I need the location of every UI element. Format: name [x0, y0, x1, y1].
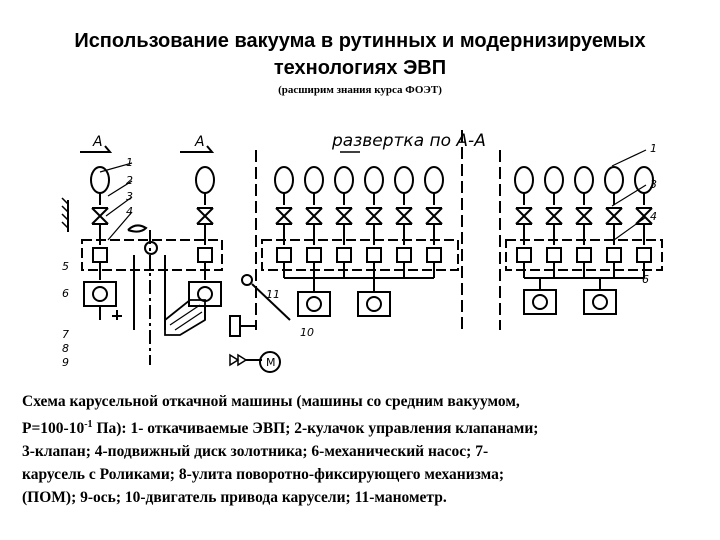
label-8: 8 [62, 342, 69, 355]
label-right-1: 1 [650, 142, 657, 155]
valve-3 [335, 207, 353, 225]
section-label-left-2: A [194, 134, 205, 150]
valve-3 [196, 207, 214, 225]
spool-block [366, 247, 382, 263]
leader-line [99, 162, 133, 173]
label-6: 6 [62, 287, 69, 300]
spool-block [396, 247, 412, 263]
leader-line [105, 196, 133, 217]
pump-rotor [197, 286, 213, 302]
cam-wheel [144, 241, 158, 255]
caption-line-1: Схема карусельной откачной машины (машин… [22, 393, 520, 410]
cam-2 [127, 224, 148, 233]
section-marker-left-2 [180, 145, 215, 153]
evp-bulb [424, 166, 444, 194]
valve-3 [275, 207, 293, 225]
spool-block [426, 247, 442, 263]
mech-pump-6 [297, 291, 331, 317]
spool-disk-4 [81, 239, 223, 271]
caption-line-3: 3-клапан; 4-подвижный диск золотника; 6-… [22, 443, 489, 461]
label-11: 11 [266, 288, 280, 301]
pump-rotor [92, 286, 108, 302]
leader-line [611, 149, 647, 167]
caption-line-4: карусель с Роликами; 8-улита поворотно-ф… [22, 466, 505, 484]
valve-3 [515, 207, 533, 225]
motor-symbol: M [266, 356, 276, 369]
label-9: 9 [62, 356, 69, 369]
section-label-left-1: A [92, 134, 103, 150]
spool-block [606, 247, 622, 263]
title-line-1: Использование вакуума в рутинных и модер… [74, 30, 646, 52]
spool-block [92, 247, 108, 263]
valve-3 [305, 207, 323, 225]
valve-3 [91, 207, 109, 225]
motor-shaft-block [229, 315, 241, 337]
pump-rotor [532, 294, 548, 310]
leader-line [611, 184, 647, 207]
valve-3 [605, 207, 623, 225]
pump-rotor [306, 296, 322, 312]
spool-block [276, 247, 292, 263]
valve-3 [635, 207, 653, 225]
evp-bulb [274, 166, 294, 194]
title-line-2: технологиях ЭВП [273, 57, 447, 79]
section-marker-left-1 [80, 145, 113, 153]
leader-line [107, 180, 133, 197]
manometer-11 [241, 274, 253, 286]
leader-line [107, 211, 133, 241]
evp-bulb [304, 166, 324, 194]
page-title: Использование вакуума в рутинных и модер… [0, 28, 720, 82]
evp-bulb [574, 166, 594, 194]
leader-line [613, 216, 647, 241]
label-3: 3 [126, 190, 133, 203]
mech-pump-6 [357, 291, 391, 317]
spool-block [197, 247, 213, 263]
mech-pump-6 [523, 289, 557, 315]
caption-line-2: Р=100-10-1 Па): 1- откачиваемые ЭВП; 2-к… [22, 419, 539, 438]
figure-caption: Схема карусельной откачной машины (машин… [22, 390, 694, 509]
motor-10 [259, 351, 281, 373]
valve-3 [395, 207, 413, 225]
spool-block [576, 247, 592, 263]
pump-rotor [592, 294, 608, 310]
label-7: 7 [62, 328, 69, 341]
spool-block [306, 247, 322, 263]
caption-line-5: (ПОМ); 9-ось; 10-двигатель привода карус… [22, 489, 447, 507]
label-1: 1 [126, 156, 133, 169]
label-5: 5 [62, 260, 69, 273]
valve-3 [545, 207, 563, 225]
evp-bulb [334, 166, 354, 194]
spool-block [516, 247, 532, 263]
label-right-6: 6 [642, 273, 649, 286]
evp-bulb [514, 166, 534, 194]
evp-bulb [90, 166, 110, 194]
label-right-3: 3 [650, 178, 657, 191]
carousel-machine-diagram: A A развертка по А-А 1 2 3 4 5 6 7 8 9 1… [61, 130, 663, 373]
label-right-4: 4 [650, 210, 657, 223]
label-10: 10 [300, 326, 314, 339]
spool-block [336, 247, 352, 263]
evp-bulb [394, 166, 414, 194]
evp-bulb [604, 166, 624, 194]
valve-3 [575, 207, 593, 225]
pump-rotor [366, 296, 382, 312]
spool-block [636, 247, 652, 263]
valve-3 [425, 207, 443, 225]
valve-3 [365, 207, 383, 225]
spool-disk-4 [261, 239, 459, 271]
label-2: 2 [126, 174, 133, 187]
mech-pump-6 [83, 281, 117, 307]
label-4: 4 [126, 205, 133, 218]
spool-block [546, 247, 562, 263]
mech-pump-6 [583, 289, 617, 315]
evp-bulb [544, 166, 564, 194]
evp-bulb [364, 166, 384, 194]
spool-disk-4 [505, 239, 663, 271]
page-subtitle: (расширим знания курса ФОЭТ) [278, 84, 442, 96]
evp-bulb [195, 166, 215, 194]
scan-label: развертка по А-А [331, 131, 486, 151]
